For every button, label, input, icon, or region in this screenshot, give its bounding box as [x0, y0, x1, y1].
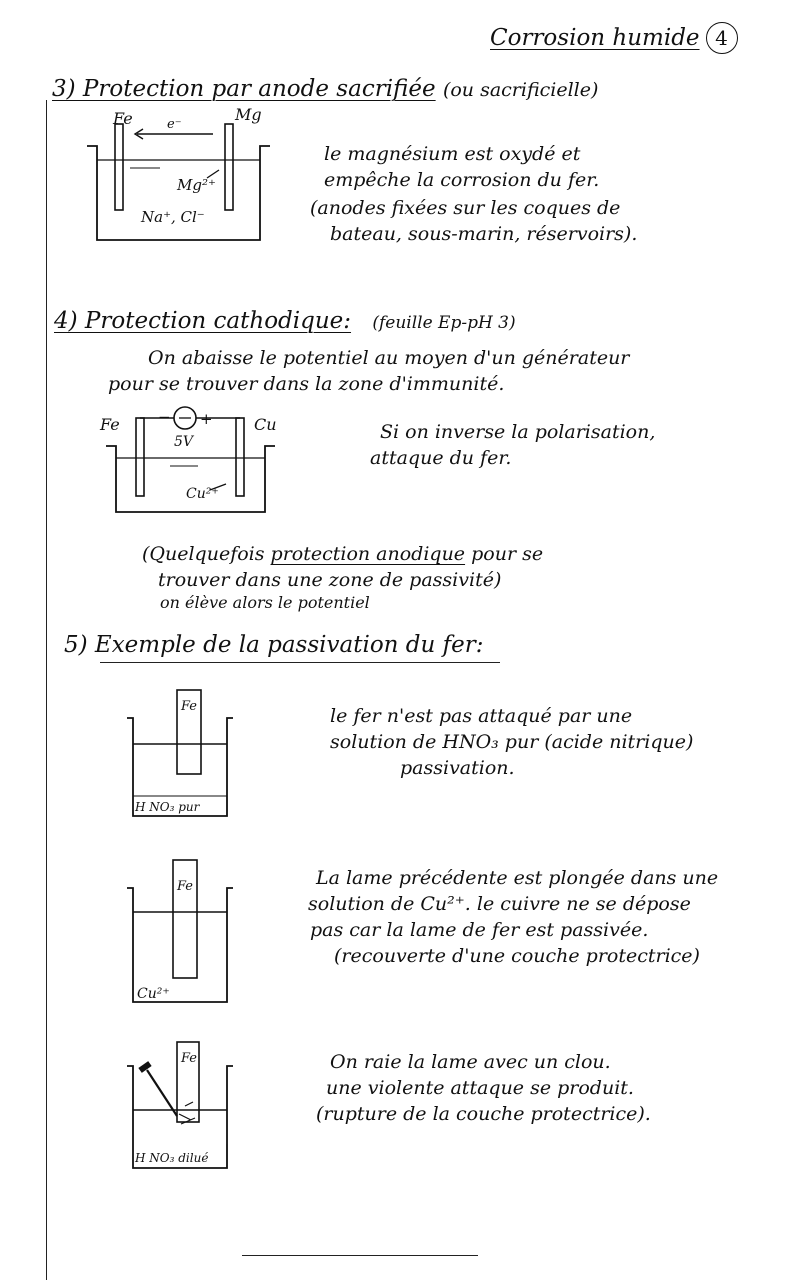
diagram-fe-label: Fe — [112, 109, 133, 128]
beaker-hno3-pure: Fe H NO₃ pur — [127, 689, 233, 817]
section4-side-text-line: attaque du fer. — [370, 447, 512, 469]
section3-text-line: empêche la corrosion du fer. — [324, 169, 600, 191]
note-open: (Quelquefois — [142, 543, 271, 565]
section3-text-line: bateau, sous-marin, réservoirs). — [330, 223, 638, 245]
section4-heading-row: 4) Protection cathodique: (feuille Ep-pH… — [54, 308, 516, 334]
section4-heading: 4) Protection cathodique: — [54, 308, 352, 334]
section3-heading: 3) Protection par anode sacrifiée — [52, 76, 436, 102]
beaker-solution-label: H NO₃ pur — [134, 800, 201, 814]
end-rule — [242, 1255, 478, 1256]
section5-text3-line: (rupture de la couche protectrice). — [316, 1103, 651, 1125]
section4-note-line: on élève alors le potentiel — [160, 593, 370, 612]
section5-heading-underline — [100, 662, 500, 663]
section4-heading-note: (feuille Ep-pH 3) — [372, 313, 516, 333]
diagram-minus-label: − — [158, 408, 171, 426]
note-underlined-term: protection anodique — [270, 543, 466, 565]
beaker-solution-label: H NO₃ dilué — [134, 1151, 208, 1165]
sacrificial-anode-diagram: Fe e⁻ Mg Mg²⁺ Na⁺, Cl⁻ — [87, 105, 270, 241]
header-title: Corrosion humide — [490, 25, 700, 51]
beaker-fe-label: Fe — [176, 879, 193, 894]
diagram-electron-label: e⁻ — [167, 117, 182, 132]
beaker-fe-label: Fe — [180, 699, 197, 714]
diagram-cu-ion-label: Cu²⁺ — [186, 486, 219, 502]
section5-text1-line: solution de HNO₃ pur (acide nitrique) — [330, 731, 694, 753]
section5-text2-line: (recouverte d'une couche protectrice) — [334, 945, 700, 967]
diagram-mg-ion-label: Mg²⁺ — [176, 176, 216, 194]
section4-note-line: (Quelquefois protection anodique pour se — [142, 543, 544, 566]
section3-heading-row: 3) Protection par anode sacrifiée (ou sa… — [52, 76, 598, 102]
diagram-fe-label: Fe — [99, 415, 120, 434]
cathodic-protection-diagram: Fe Cu − + 5V Cu²⁺ — [99, 406, 277, 513]
beaker-fe-label: Fe — [180, 1051, 197, 1066]
section3-text-line: le magnésium est oxydé et — [324, 143, 581, 165]
diagram-cu-label: Cu — [254, 415, 277, 434]
section4-side-text-line: Si on inverse la polarisation, — [380, 421, 656, 443]
section5-text3-line: On raie la lame avec un clou. — [330, 1051, 611, 1073]
page-number: 4 — [705, 22, 738, 54]
section3-text-line: (anodes fixées sur les coques de — [310, 197, 621, 219]
diagram-plus-label: + — [200, 410, 213, 428]
diagram-electrolyte-label: Na⁺, Cl⁻ — [140, 208, 205, 226]
section5-heading: 5) Exemple de la passivation du fer: — [64, 632, 484, 658]
note-rest: pour se — [465, 543, 544, 565]
section5-text3-line: une violente attaque se produit. — [326, 1077, 634, 1099]
beaker-hno3-dilute: Fe H NO₃ dilué — [127, 1041, 233, 1169]
section5-text2-line: La lame précédente est plongée dans une — [316, 867, 719, 889]
section4-text-line: On abaisse le potentiel au moyen d'un gé… — [148, 347, 630, 369]
diagram-mg-label: Mg — [234, 105, 262, 124]
beaker-copper-ion: Fe Cu²⁺ — [127, 859, 233, 1003]
margin-line — [46, 100, 47, 1280]
diagram-voltage-label: 5V — [174, 434, 195, 450]
section5-text2-line: solution de Cu²⁺. le cuivre ne se dépose — [308, 893, 691, 915]
section5-text2-line: pas car la lame de fer est passivée. — [310, 919, 649, 941]
beaker-solution-label: Cu²⁺ — [137, 986, 170, 1002]
section4-note-line: trouver dans une zone de passivité) — [158, 569, 502, 591]
section5-text1-line: passivation. — [400, 757, 515, 779]
section5-text1-line: le fer n'est pas attaqué par une — [330, 705, 633, 727]
section3-heading-note: (ou sacrificielle) — [442, 79, 599, 101]
nail-icon — [138, 1061, 178, 1117]
section4-text-line: pour se trouver dans la zone d'immunité. — [108, 373, 505, 395]
